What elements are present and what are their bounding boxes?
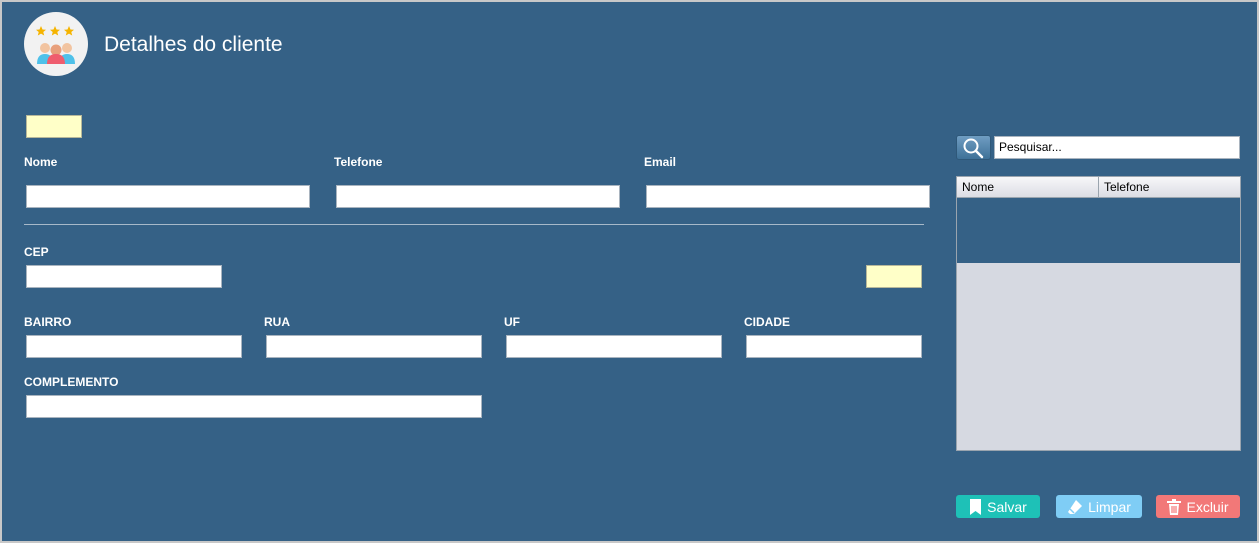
nome-label: Nome — [24, 155, 58, 169]
rua-input[interactable] — [266, 335, 482, 358]
uf-label: UF — [504, 315, 520, 329]
limpar-label: Limpar — [1088, 498, 1131, 515]
cidade-input[interactable] — [746, 335, 922, 358]
status-field — [866, 265, 922, 288]
telefone-input[interactable] — [336, 185, 620, 208]
column-header-telefone[interactable]: Telefone — [1104, 180, 1150, 194]
limpar-button[interactable]: Limpar — [1056, 495, 1142, 518]
search-button[interactable] — [956, 135, 991, 160]
email-input[interactable] — [646, 185, 930, 208]
uf-input[interactable] — [506, 335, 722, 358]
column-divider — [1098, 177, 1099, 197]
id-field — [26, 115, 82, 138]
salvar-button[interactable]: Salvar — [956, 495, 1040, 518]
email-label: Email — [644, 155, 677, 169]
cep-label: CEP — [24, 245, 49, 259]
page-title: Detalhes do cliente — [104, 33, 283, 56]
client-table[interactable]: Nome Telefone — [956, 176, 1241, 451]
bookmark-icon — [970, 498, 982, 515]
telefone-label: Telefone — [334, 155, 383, 169]
rua-label: RUA — [264, 315, 290, 329]
salvar-label: Salvar — [987, 498, 1027, 515]
bairro-input[interactable] — [26, 335, 242, 358]
customer-rating-icon — [24, 12, 88, 76]
column-header-nome[interactable]: Nome — [962, 180, 995, 194]
divider — [24, 224, 924, 225]
cep-input[interactable] — [26, 265, 222, 288]
nome-input[interactable] — [26, 185, 310, 208]
table-body — [957, 198, 1240, 263]
excluir-button[interactable]: Excluir — [1156, 495, 1240, 518]
search-icon — [963, 138, 984, 159]
excluir-label: Excluir — [1186, 498, 1229, 515]
search-input[interactable]: Pesquisar... — [994, 136, 1240, 159]
complemento-label: COMPLEMENTO — [24, 375, 119, 389]
trash-icon — [1167, 498, 1182, 515]
table-header: Nome Telefone — [957, 177, 1240, 198]
bairro-label: BAIRRO — [24, 315, 72, 329]
eraser-icon — [1068, 499, 1083, 514]
complemento-input[interactable] — [26, 395, 482, 418]
cidade-label: CIDADE — [744, 315, 791, 329]
